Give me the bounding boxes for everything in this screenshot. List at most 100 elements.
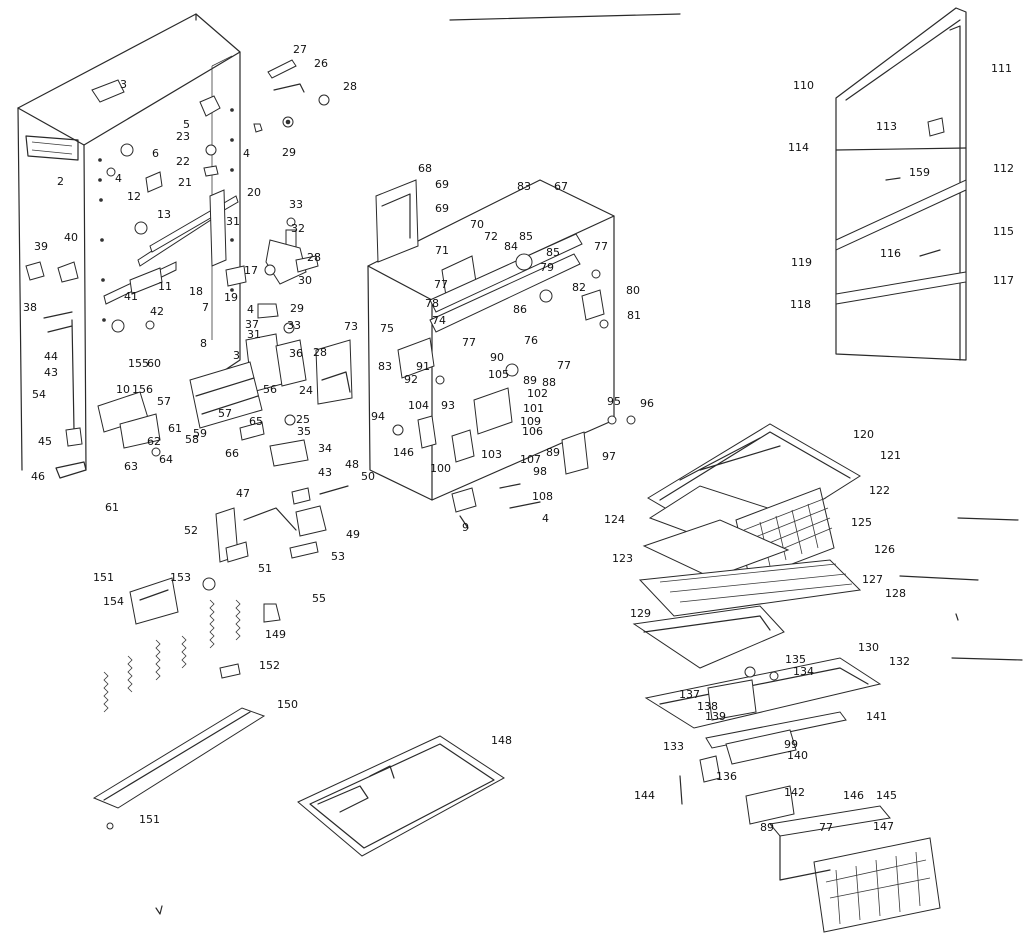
part-callout: 22 [176, 155, 190, 168]
part-callout: 142 [784, 786, 805, 799]
part-callout: 55 [312, 592, 326, 605]
part-callout: 51 [258, 562, 272, 575]
part-callout: 32 [291, 222, 305, 235]
part-callout: 129 [630, 607, 651, 620]
part-callout: 121 [880, 449, 901, 462]
center-housing [367, 179, 636, 529]
part-callout: 98 [533, 465, 547, 478]
part-callout: 89 [546, 446, 560, 459]
part-callout: 144 [634, 789, 655, 802]
part-callout: 60 [147, 357, 161, 370]
part-callout: 149 [265, 628, 286, 641]
part-callout: 3 [120, 78, 127, 91]
part-callout: 139 [705, 710, 726, 723]
part-callout: 77 [434, 278, 448, 291]
part-callout: 18 [189, 285, 203, 298]
part-callout: 8 [200, 337, 207, 350]
part-callout: 94 [371, 410, 385, 423]
part-callout: 110 [793, 79, 814, 92]
part-callout: 77 [557, 359, 571, 372]
part-callout: 93 [441, 399, 455, 412]
part-callout: 137 [679, 688, 700, 701]
part-callout: 120 [853, 428, 874, 441]
part-callout: 35 [297, 425, 311, 438]
part-callout: 85 [546, 246, 560, 259]
part-callout: 41 [124, 290, 138, 303]
part-callout: 23 [176, 130, 190, 143]
part-callout: 33 [287, 319, 301, 332]
part-callout: 26 [314, 57, 328, 70]
part-callout: 123 [612, 552, 633, 565]
part-callout: 83 [517, 180, 531, 193]
part-callout: 95 [607, 395, 621, 408]
part-callout: 9 [462, 521, 469, 534]
part-callout: 138 [697, 700, 718, 713]
part-callout: 97 [602, 450, 616, 463]
part-callout: 92 [404, 373, 418, 386]
part-callout: 108 [532, 490, 553, 503]
part-callout: 40 [64, 231, 78, 244]
part-callout: 68 [418, 162, 432, 175]
part-callout: 37 [245, 318, 259, 331]
part-callout: 59 [193, 427, 207, 440]
part-callout: 24 [299, 384, 313, 397]
part-callout: 86 [513, 303, 527, 316]
part-callout: 19 [224, 291, 238, 304]
part-callout: 78 [425, 297, 439, 310]
part-callout: 85 [519, 230, 533, 243]
part-callout: 107 [520, 453, 541, 466]
part-callout: 111 [991, 62, 1012, 75]
part-callout: 104 [408, 399, 429, 412]
part-callout: 58 [185, 433, 199, 446]
part-callout: 31 [247, 328, 261, 341]
part-callout: 4 [247, 303, 254, 316]
part-callout: 150 [277, 698, 298, 711]
part-callout: 77 [819, 821, 833, 834]
part-callout: 134 [793, 665, 814, 678]
part-callout: 76 [524, 334, 538, 347]
part-callout: 56 [263, 383, 277, 396]
part-callout: 109 [520, 415, 541, 428]
rivet-dots [98, 108, 234, 322]
part-callout: 133 [663, 740, 684, 753]
drip-tray [297, 735, 505, 857]
part-callout: 84 [504, 240, 518, 253]
part-callout: 112 [993, 162, 1014, 175]
part-callout: 4 [243, 147, 250, 160]
part-callout: 5 [183, 118, 190, 131]
part-callout: 11 [158, 280, 172, 293]
part-callout: 4 [115, 172, 122, 185]
part-callout: 132 [889, 655, 910, 668]
part-callout: 45 [38, 435, 52, 448]
part-callout: 96 [640, 397, 654, 410]
part-callout: 70 [470, 218, 484, 231]
part-callout: 52 [184, 524, 198, 537]
part-callout: 46 [31, 470, 45, 483]
part-callout: 31 [226, 215, 240, 228]
part-callout: 117 [993, 274, 1014, 287]
part-callout: 44 [44, 350, 58, 363]
part-callout: 3 [233, 349, 240, 362]
part-callout: 54 [32, 388, 46, 401]
part-callout: 140 [787, 749, 808, 762]
part-callout: 89 [760, 821, 774, 834]
part-callout: 67 [554, 180, 568, 193]
part-callout: 127 [862, 573, 883, 586]
part-callout: 124 [604, 513, 625, 526]
part-callout: 28 [343, 80, 357, 93]
part-callout: 29 [282, 146, 296, 159]
part-callout: 39 [34, 240, 48, 253]
part-callout: 99 [784, 738, 798, 751]
part-callout: 88 [542, 376, 556, 389]
part-callout: 145 [876, 789, 897, 802]
part-callout: 49 [346, 528, 360, 541]
part-callout: 128 [885, 587, 906, 600]
part-callout: 147 [873, 820, 894, 833]
part-callout: 17 [244, 264, 258, 277]
part-callout: 27 [293, 43, 307, 56]
part-callout: 80 [626, 284, 640, 297]
part-callout: 83 [378, 360, 392, 373]
part-callout: 65 [249, 415, 263, 428]
part-callout: 50 [361, 470, 375, 483]
